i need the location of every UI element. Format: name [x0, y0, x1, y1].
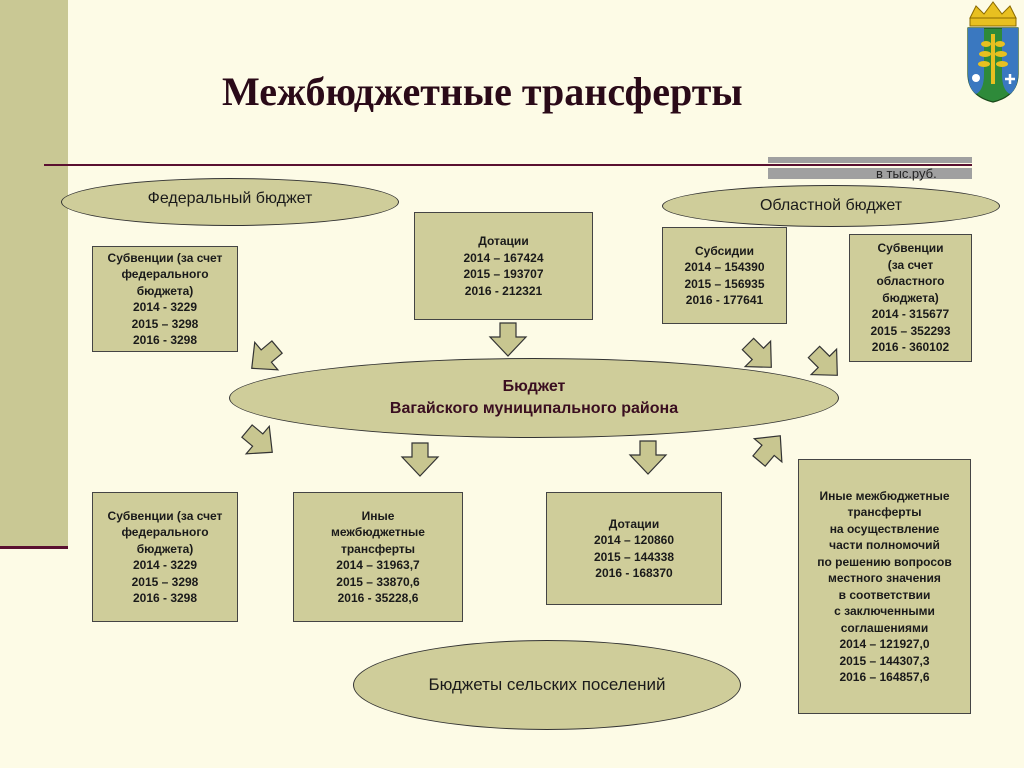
page-title: Межбюджетные трансферты: [222, 69, 743, 114]
arrow-icon: [240, 424, 273, 455]
box-line: областного: [876, 274, 945, 289]
box-line: Субвенции (за счет: [107, 250, 223, 265]
regional-budget-label: Областной бюджет: [759, 197, 903, 214]
box-line: Дотации: [478, 234, 529, 248]
left-decor-bar: [0, 0, 68, 548]
box-line: по решению вопросов: [817, 554, 952, 569]
regional-budget-ellipse: Областной бюджет: [662, 185, 1000, 227]
box-line: 2016 - 177641: [685, 293, 764, 307]
units-label: в тыс.руб.: [876, 166, 937, 181]
arrow-icon: [741, 337, 772, 368]
box-line: бюджета): [136, 541, 194, 556]
box-line: 2014 - 3229: [132, 300, 198, 314]
other-transfers-box: Иные межбюджетные трансферты 2014 – 31963,7…: [293, 492, 463, 622]
box-line: 2014 – 121927,0: [839, 637, 930, 651]
box-line: 2016 – 164857,6: [839, 670, 930, 684]
box-line: на осуществление: [829, 521, 940, 536]
federal-budget-label: Федеральный бюджет: [147, 190, 313, 207]
box-line: межбюджетные: [331, 525, 425, 539]
district-budget-ellipse: Бюджет Вагайского муниципального района: [229, 358, 839, 438]
box-line: федерального: [121, 525, 209, 539]
box-line: части полномочий: [829, 538, 940, 552]
box-line: 2014 – 167424: [463, 250, 544, 265]
district-budget-line2: Вагайского муниципального района: [389, 400, 679, 417]
box-line: соглашениями: [840, 620, 929, 635]
gray-decor-bar-lower: [768, 168, 972, 179]
arrow-icon: [807, 345, 838, 376]
box-line: 2014 - 315677: [871, 307, 950, 322]
federal-subventions-top-box: Субвенции (за счет федерального бюджета) 20…: [92, 246, 238, 352]
box-line: бюджета): [136, 283, 194, 298]
box-line: 2014 – 31963,7: [336, 558, 420, 572]
box-line: 2016 - 3298: [132, 333, 198, 347]
box-line: 2016 - 360102: [871, 340, 950, 355]
box-line: 2015 – 3298: [131, 574, 199, 589]
arrow-icon: [752, 435, 783, 468]
box-line: Иные: [361, 508, 395, 523]
box-line: 2015 – 144338: [593, 549, 675, 564]
arrow-icon: [251, 340, 284, 371]
box-line: Иные межбюджетные: [819, 488, 950, 503]
box-line: 2016 - 3298: [132, 591, 198, 605]
rural-budgets-label: Бюджеты сельских поселений: [428, 675, 666, 694]
box-line: 2016 - 168370: [595, 566, 673, 580]
box-line: с заключенными: [834, 604, 935, 618]
other-transfers-right-box: Иные межбюджетные трансферты на осуществле…: [798, 459, 971, 714]
box-line: трансферты: [847, 505, 922, 519]
box-line: 2015 – 3298: [131, 316, 199, 331]
arrow-icon: [400, 442, 440, 477]
rural-budgets-ellipse: Бюджеты сельских поселений: [353, 640, 741, 730]
left-decor-line: [0, 546, 68, 549]
subsidies-top-box: Дотации 2014 – 167424 2015 – 193707 2016 - …: [414, 212, 593, 320]
box-line: 2014 - 3229: [132, 558, 198, 572]
district-budget-line1: Бюджет: [502, 378, 566, 395]
box-line: 2016 - 212321: [464, 283, 543, 298]
federal-subventions-bottom-box: Субвенции (за счет федерального бюджета) 20…: [92, 492, 238, 622]
box-line: федерального: [121, 267, 209, 281]
box-line: бюджета): [882, 290, 939, 305]
box-line: Дотации: [608, 516, 660, 531]
box-line: 2015 – 144307,3: [839, 653, 930, 668]
subsidies-bottom-box: Дотации 2014 – 120860 2015 – 144338 2016 - …: [546, 492, 722, 605]
box-line: 2016 - 35228,6: [337, 591, 419, 605]
box-line: 2014 – 120860: [593, 533, 675, 547]
title-underline: [44, 164, 972, 166]
box-line: местного значения: [828, 571, 941, 585]
box-line: трансферты: [340, 541, 416, 556]
regional-subsidies-box: Субсидии 2014 – 154390 2015 – 156935 2016 -…: [662, 227, 787, 324]
coat-of-arms-icon: [967, 1, 1019, 103]
arrow-icon: [628, 440, 668, 475]
box-line: (за счет: [887, 257, 934, 272]
box-line: Субсидии: [694, 243, 754, 258]
box-line: в соответствии: [838, 587, 931, 602]
box-line: 2015 – 352293: [870, 323, 951, 338]
box-line: Субвенции (за счет: [107, 508, 223, 523]
gray-decor-bar: [768, 157, 972, 163]
box-line: 2015 – 193707: [463, 267, 544, 281]
box-line: 2014 – 154390: [684, 260, 765, 274]
arrow-icon: [488, 322, 528, 357]
box-line: Субвенции: [877, 241, 944, 256]
federal-budget-ellipse: Федеральный бюджет: [61, 178, 399, 226]
box-line: 2015 – 156935: [684, 276, 765, 291]
box-line: 2015 – 33870,6: [336, 574, 420, 589]
